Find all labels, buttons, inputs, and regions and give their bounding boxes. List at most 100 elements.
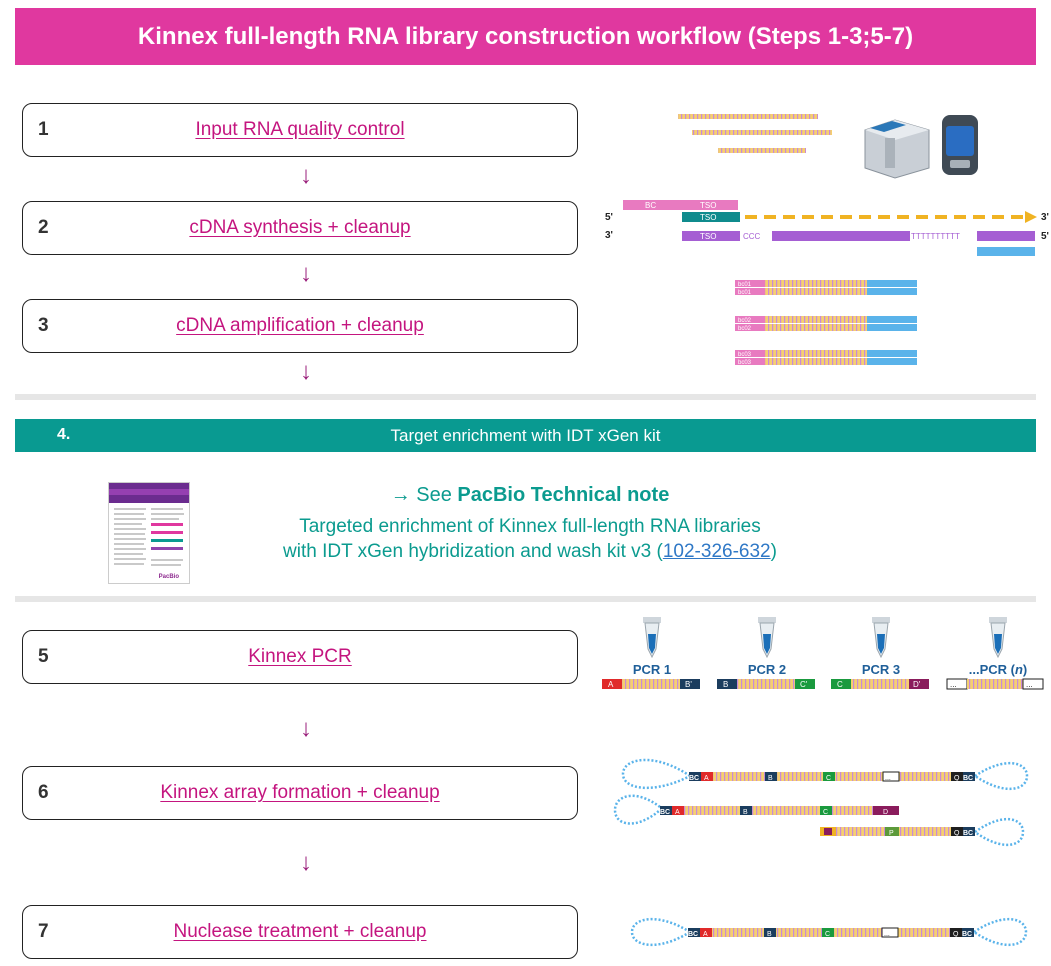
adapter-label: ... <box>950 680 957 689</box>
step-4-bar: 4. Target enrichment with IDT xGen kit <box>15 419 1036 452</box>
note-source: PacBio Technical note <box>457 484 670 506</box>
rna-strand <box>678 114 818 119</box>
adapter-label: B <box>743 809 748 816</box>
rna-strand <box>718 148 806 153</box>
step-1-box[interactable]: 1 Input RNA quality control <box>22 103 578 157</box>
pcr-product-n: ... ... <box>946 678 1044 690</box>
primer-segment <box>977 231 1035 241</box>
step-6-link[interactable]: Kinnex array formation + cleanup <box>160 782 440 803</box>
step-2-box[interactable]: 2 cDNA synthesis + cleanup <box>22 201 578 255</box>
step-7-box[interactable]: 7 Nuclease treatment + cleanup <box>22 905 578 959</box>
pcr-label-n-var: n <box>1015 662 1023 677</box>
array-row-3: P Q BC <box>820 827 975 837</box>
adapter-label: B <box>768 775 773 782</box>
pcr-product-1: A B' <box>602 679 700 689</box>
step-number: 6 <box>38 782 49 803</box>
cdna-amplification-illustration: bc01 bc01 bc02 bc02 bc03 bc03 <box>735 280 917 366</box>
adapter-label: C <box>825 931 830 938</box>
step-1-link[interactable]: Input RNA quality control <box>195 119 405 140</box>
five-prime-label: 5' <box>1041 231 1049 242</box>
pcr-product-3: C D' <box>831 679 929 689</box>
step-number: 1 <box>38 119 49 140</box>
step-2-link[interactable]: cDNA synthesis + cleanup <box>189 217 411 238</box>
pcr-label: PCR 1 <box>633 662 671 677</box>
cdna-synthesis-illustration: BC TSO 5' TSO 3' 3' TSO CCC TTTTTTTTTT 5… <box>605 200 1049 256</box>
adapter-label: ... <box>885 775 891 782</box>
down-arrow-icon: ↓ <box>300 715 312 742</box>
pcr-label-suffix: ) <box>1023 662 1027 677</box>
thumbnail-brand: PacBio <box>159 574 180 580</box>
bc-label: BC <box>660 809 670 816</box>
down-arrow-icon: ↓ <box>300 358 312 385</box>
step-5-box[interactable]: 5 Kinnex PCR <box>22 630 578 684</box>
adapter-label: A <box>704 775 709 782</box>
hairpin-loop <box>974 761 1029 791</box>
thumbnail-art: PacBio <box>109 483 189 580</box>
adapter-label: B <box>723 680 728 689</box>
down-arrow-icon: ↓ <box>300 849 312 876</box>
pcr-tube-icon <box>989 617 1007 659</box>
step-number: 2 <box>38 217 49 238</box>
pcr-product-2: B C' <box>717 679 815 689</box>
bc-label: BC <box>963 775 973 782</box>
step-7-link[interactable]: Nuclease treatment + cleanup <box>173 921 427 942</box>
qubit-icon <box>942 115 978 175</box>
workflow-title: Kinnex full-length RNA library construct… <box>15 8 1036 65</box>
adapter-label: ... <box>1026 680 1033 689</box>
barcode-label: bc01 <box>738 282 752 288</box>
note-line-2-prefix: with IDT xGen hybridization and wash kit… <box>283 541 663 562</box>
adapter-label: ... <box>884 931 890 938</box>
note-part-number-link[interactable]: 102-326-632 <box>662 541 771 562</box>
step-3-box[interactable]: 3 cDNA amplification + cleanup <box>22 299 578 353</box>
note-arrow-text: → See <box>390 484 452 506</box>
bioanalyzer-icon <box>864 119 930 179</box>
rna-qc-illustration <box>678 114 978 179</box>
tso-label: TSO <box>700 201 716 210</box>
pcr-tube-icon <box>758 617 776 659</box>
adapter-label: D' <box>913 680 921 689</box>
tso-label: TSO <box>700 213 716 222</box>
hairpin-loop <box>974 817 1025 847</box>
pcr-label-prefix: ...PCR ( <box>969 662 1016 677</box>
barcode-label: bc03 <box>738 352 752 358</box>
adapter-label: B <box>767 931 772 938</box>
adapter-label: A <box>703 931 708 938</box>
barcode-label: bc03 <box>738 360 752 366</box>
array-row-1: BC A B C ... Q BC <box>689 771 975 782</box>
polyt-label: TTTTTTTTTT <box>911 232 960 241</box>
step-3-link[interactable]: cDNA amplification + cleanup <box>176 315 424 336</box>
technical-note-thumbnail[interactable]: PacBio <box>108 482 190 584</box>
note-line-2: with IDT xGen hybridization and wash kit… <box>180 541 880 563</box>
adapter-label: C <box>826 775 831 782</box>
step-4-number: 4. <box>57 426 71 443</box>
adapter-label: Q <box>954 775 960 782</box>
three-prime-label: 3' <box>605 230 613 241</box>
adapter-label: C <box>837 680 843 689</box>
down-arrow-icon: ↓ <box>300 162 312 189</box>
five-prime-label: 5' <box>605 212 613 223</box>
amplicon-pair-3: bc03 bc03 <box>735 350 917 366</box>
bc-label: BC <box>963 830 973 837</box>
barcode-label: bc02 <box>738 318 752 324</box>
pcr-tube-icon <box>872 617 890 659</box>
section-divider <box>15 394 1036 400</box>
step-5-link[interactable]: Kinnex PCR <box>248 646 352 667</box>
pcr-label: PCR 2 <box>748 662 786 677</box>
bc-label: BC <box>962 931 972 938</box>
hairpin-loop <box>630 917 691 947</box>
pcr-label-n: ...PCR (n) <box>969 662 1028 677</box>
kinnex-pcr-illustration: PCR 1 PCR 2 PCR 3 ...PCR (n) A B' B C' C… <box>602 617 1044 690</box>
tso-segment <box>682 231 740 241</box>
amplicon-pair-1: bc01 bc01 <box>735 280 917 296</box>
pcr-tube-icon <box>643 617 661 659</box>
bc-label: BC <box>688 931 698 938</box>
array-row-2: BC A B C D <box>660 806 899 816</box>
adapter-label: Q <box>954 830 960 837</box>
down-arrow-icon: ↓ <box>300 260 312 287</box>
array-formation-illustration: BC A B C ... Q BC BC A B C D P Q BC <box>613 758 1029 847</box>
note-line-1: Targeted enrichment of Kinnex full-lengt… <box>299 516 761 537</box>
synthesis-arrowhead <box>1025 211 1037 223</box>
hairpin-loop <box>613 794 661 825</box>
step-6-box[interactable]: 6 Kinnex array formation + cleanup <box>22 766 578 820</box>
barcode-label: bc02 <box>738 326 752 332</box>
